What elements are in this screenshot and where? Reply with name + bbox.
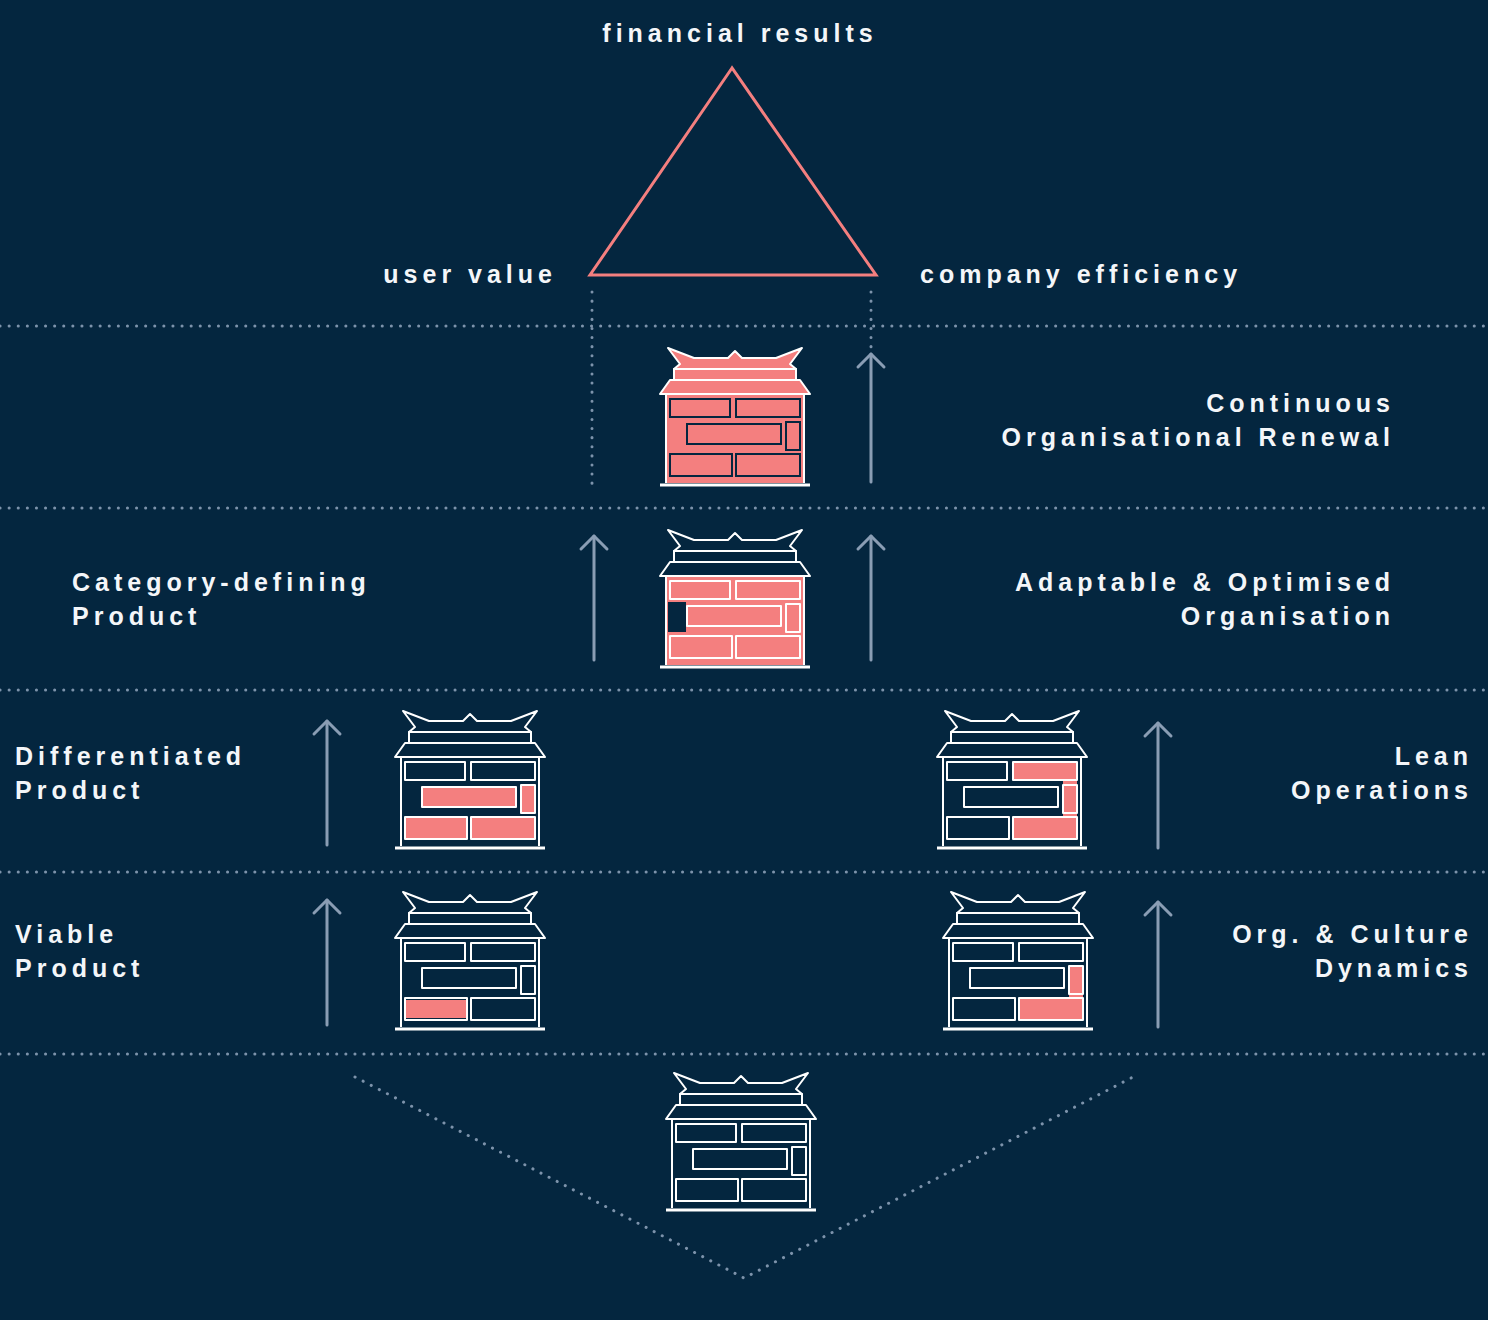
pagoda-icon [943,892,1093,1029]
stage-label: Viable Product [15,917,205,985]
stage-label: Lean Operations [1243,739,1473,807]
tier-separator [0,1053,1488,1056]
tier-separator [0,325,1488,328]
tier-separator [0,871,1488,874]
pagoda-icon [660,530,810,667]
pagoda-icon [395,711,545,848]
up-arrow [314,900,340,1025]
vertex-label: company efficiency [920,257,1380,291]
up-arrow [858,354,884,482]
stage-label: Org. & Culture Dynamics [1153,917,1473,985]
pagoda-icon [937,711,1087,848]
up-arrow [1145,723,1171,848]
stage-label: Adaptable & Optimised Organisation [965,565,1395,633]
up-arrow [1145,902,1171,1027]
stage-label: Continuous Organisational Renewal [975,386,1395,454]
pagoda-icon [660,348,810,485]
pagoda-icon [666,1073,816,1210]
results-triangle [590,68,876,275]
up-arrow [581,536,607,660]
stage-label: Differentiated Product [15,739,315,807]
guide-line [870,292,873,350]
guide-line [591,292,594,484]
pagoda-icon [395,892,545,1029]
vertex-label: user value [237,257,557,291]
up-arrow [314,721,340,845]
vertex-label: financial results [480,16,1000,50]
tier-separator [0,507,1488,510]
up-arrow [858,536,884,660]
base-funnel [355,1077,1133,1278]
tier-separator [0,689,1488,692]
stage-label: Category-defining Product [72,565,452,633]
